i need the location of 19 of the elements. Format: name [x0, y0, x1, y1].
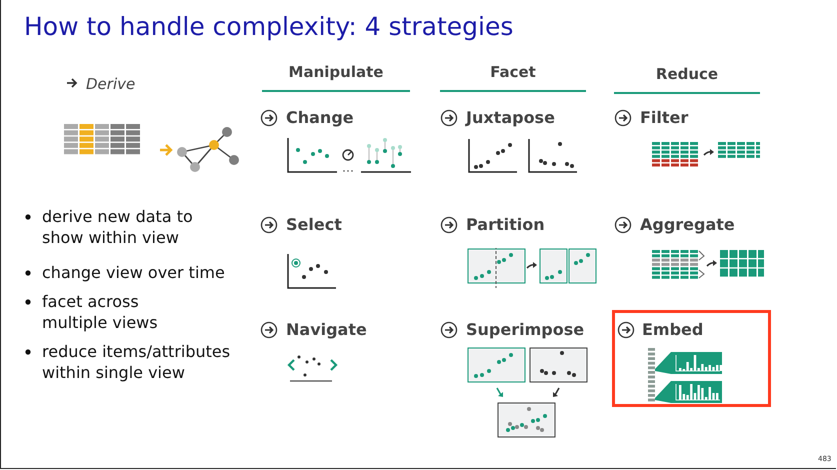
bullet-item: derive new data to show within view	[42, 206, 194, 248]
highlight-box	[612, 310, 771, 407]
bullet-item: reduce items/attributes within single view	[42, 341, 232, 383]
column-heading: Manipulate	[288, 63, 384, 81]
column-heading: Reduce	[654, 65, 720, 83]
bullet-item: facet across multiple views	[42, 291, 159, 333]
strategy-name: Juxtapose	[466, 108, 555, 127]
strategy-name: Partition	[466, 215, 545, 234]
strategy-name: Superimpose	[466, 320, 584, 339]
section-label: Derive	[86, 75, 136, 93]
slide-title: How to handle complexity: 4 strategies	[24, 12, 514, 41]
strategy-name: Filter	[640, 108, 688, 127]
strategy-name: Navigate	[286, 320, 367, 339]
strategy-name: Change	[286, 108, 354, 127]
strategy-name: Embed	[642, 320, 704, 339]
strategy-name: Aggregate	[640, 215, 735, 234]
column-heading: Facet	[489, 63, 537, 81]
strategy-name: Select	[286, 215, 342, 234]
bullet-item: change view over time	[42, 262, 226, 283]
